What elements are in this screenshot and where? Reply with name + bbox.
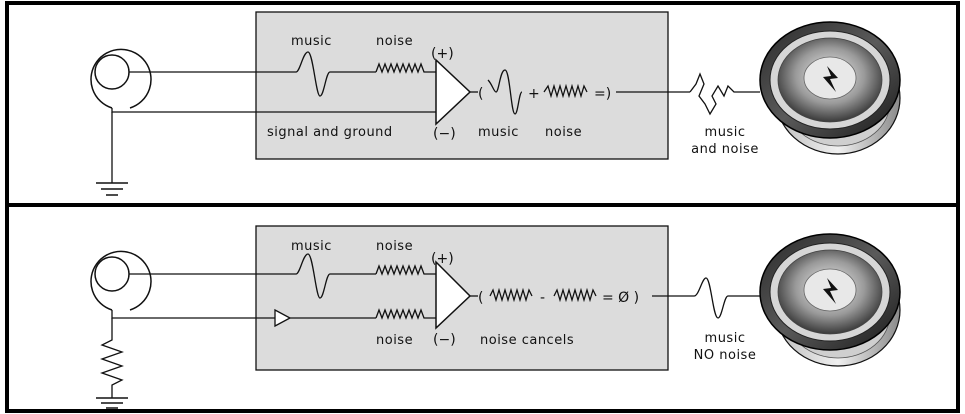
top-speaker-label-line1: music: [705, 125, 746, 140]
bottom-output-noise-wave-2: [553, 287, 597, 303]
top-minus-label: (−): [433, 126, 456, 142]
top-output-noise-wave: [543, 83, 588, 99]
bottom-resistor-icon: [100, 318, 124, 398]
bottom-amplifier-triangle-icon: [435, 260, 472, 330]
bottom-ground-icon: [96, 397, 128, 409]
bottom-panel: music noise (+) (−) noise ( - = Ø ) nois…: [90, 225, 901, 409]
bottom-open-paren: (: [478, 290, 483, 306]
top-plus-label: (+): [431, 46, 454, 62]
bottom-equals-null: = Ø ): [602, 290, 639, 306]
bottom-noise-lower-label: noise: [376, 333, 413, 348]
bottom-output-noise-wave-1: [489, 287, 533, 303]
bottom-noise-label: noise: [376, 239, 413, 254]
top-speaker-label-line2: and noise: [691, 142, 759, 157]
bottom-clean-music-wave: [652, 277, 765, 319]
bottom-minus-label: (−): [433, 332, 456, 348]
bottom-speaker-label-line1: music: [705, 331, 746, 346]
bottom-music-label: music: [291, 239, 332, 254]
top-signal-ground-label: signal and ground: [267, 125, 393, 140]
bottom-noise-cancels-label: noise cancels: [480, 333, 574, 348]
bottom-noise-waveform-lower: [375, 308, 436, 320]
bottom-buffer-triangle-icon: [274, 308, 292, 328]
top-equals-paren: =): [594, 86, 611, 102]
top-amplifier-triangle-icon: [435, 58, 472, 126]
bottom-noise-waveform-upper: [375, 264, 436, 276]
top-plus-sign: +: [528, 86, 540, 102]
top-signal-wire: [129, 51, 376, 97]
top-ground-icon: [96, 182, 128, 196]
top-under-noise-label: noise: [545, 125, 582, 140]
bottom-signal-wire: [129, 253, 376, 299]
bottom-minus-sign: -: [540, 290, 545, 306]
bottom-plus-label: (+): [431, 251, 454, 267]
top-panel: music noise (+) (−) signal and ground ( …: [90, 11, 901, 196]
top-music-noise-wave: [689, 72, 760, 116]
top-noise-label: noise: [376, 34, 413, 49]
bottom-speaker-label-line2: NO noise: [694, 348, 757, 363]
top-output-music-wave: [487, 69, 523, 115]
top-music-label: music: [291, 34, 332, 49]
top-under-music-label: music: [478, 125, 519, 140]
top-noise-waveform: [375, 62, 436, 74]
top-open-paren: (: [478, 86, 483, 102]
